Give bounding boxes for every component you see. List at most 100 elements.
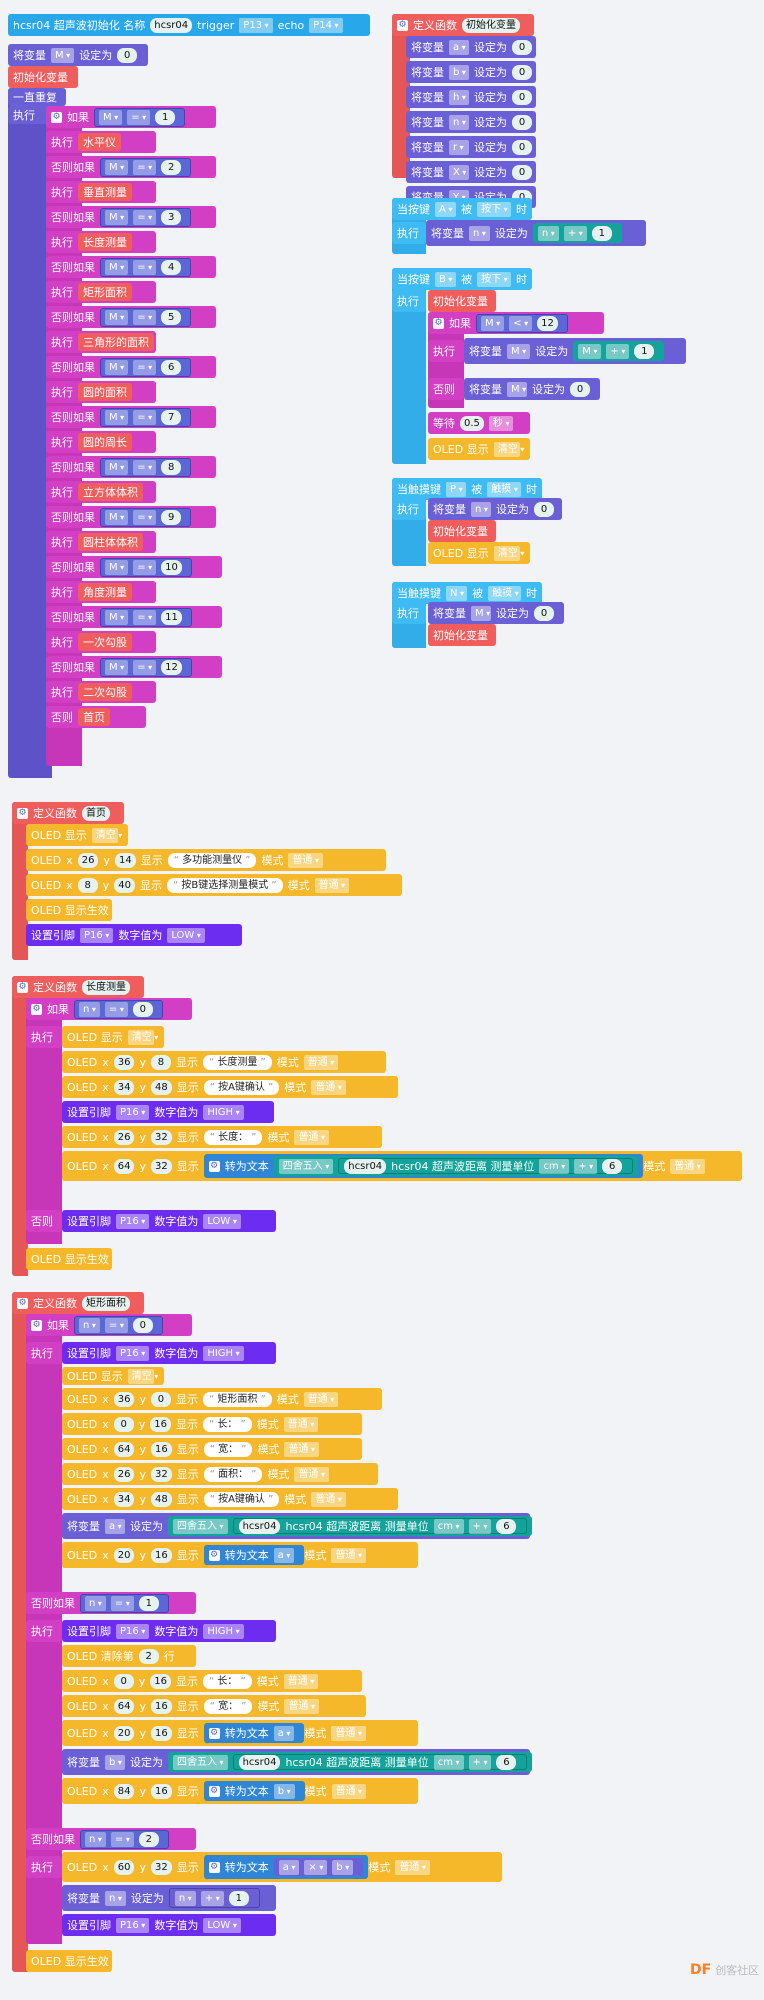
- set-pin-block[interactable]: 设置引脚P16数字值为LOW: [62, 1914, 276, 1936]
- number-field[interactable]: 0: [512, 89, 532, 105]
- call-block[interactable]: 三角形的面积: [78, 333, 154, 351]
- gear-icon[interactable]: ⚙: [31, 1003, 42, 1015]
- mode-dropdown[interactable]: 普通: [284, 1441, 319, 1457]
- set-var-m-block[interactable]: 将变量 M 设定为 M+1: [464, 338, 686, 364]
- op-dropdown[interactable]: +: [606, 343, 630, 359]
- call-init-vars-block[interactable]: 初始化变量: [428, 520, 496, 542]
- y-field[interactable]: 40: [114, 877, 135, 893]
- op-dropdown[interactable]: =: [133, 159, 157, 175]
- x-field[interactable]: 64: [113, 1441, 135, 1457]
- call-init-vars-block[interactable]: 初始化变量: [428, 624, 496, 646]
- op-dropdown[interactable]: =: [133, 559, 157, 575]
- compare-block[interactable]: n=0: [74, 1315, 163, 1335]
- set-var-block[interactable]: 将变量a设定为0: [406, 36, 536, 58]
- var-dropdown[interactable]: r: [449, 139, 469, 155]
- call-block[interactable]: 长度测量: [78, 233, 132, 251]
- number-field[interactable]: 6: [602, 1158, 623, 1174]
- multiply-block[interactable]: a×b: [273, 1858, 364, 1876]
- compare-value[interactable]: 9: [161, 509, 182, 525]
- set-pin-block[interactable]: 设置引脚P16数字值为LOW: [62, 1210, 276, 1232]
- gear-icon[interactable]: ⚙: [208, 1861, 220, 1873]
- if-header[interactable]: ⚙ 如果 n=0: [26, 998, 192, 1020]
- oled-mode-dropdown[interactable]: 清空: [91, 827, 118, 843]
- call-block[interactable]: 垂直测量: [78, 183, 132, 201]
- text-field[interactable]: 面积：: [203, 1466, 263, 1482]
- op-dropdown[interactable]: =: [133, 509, 157, 525]
- round-dropdown[interactable]: 四舍五入: [173, 1518, 228, 1534]
- sensor-name-field[interactable]: hcsr04: [238, 1518, 281, 1534]
- key-dropdown[interactable]: P: [446, 481, 467, 497]
- compare-value[interactable]: 6: [161, 359, 182, 375]
- number-field[interactable]: 0: [117, 47, 138, 63]
- mode-dropdown[interactable]: 普通: [283, 1416, 319, 1432]
- hcsr04-name-field[interactable]: hcsr04: [150, 17, 193, 33]
- forever-loop-header[interactable]: 一直重复: [8, 88, 66, 106]
- unit-dropdown[interactable]: cm: [433, 1754, 464, 1770]
- if-header[interactable]: ⚙ 如果 n=0: [26, 1314, 192, 1336]
- text-field[interactable]: 按B键选择测量模式: [166, 877, 283, 893]
- wait-block[interactable]: 等待 0.5 秒: [428, 412, 530, 434]
- text-field[interactable]: 按A键确认: [203, 1079, 280, 1095]
- set-pin-block[interactable]: 设置引脚P16数字值为HIGH: [62, 1342, 276, 1364]
- mode-dropdown[interactable]: 普通: [670, 1158, 705, 1174]
- var-dropdown[interactable]: M: [105, 459, 129, 475]
- set-var-block[interactable]: 将变量b设定为0: [406, 61, 536, 83]
- compare-block[interactable]: M=7: [100, 407, 192, 427]
- oled-effect-block[interactable]: OLED 显示生效: [26, 1248, 112, 1270]
- gear-icon[interactable]: ⚙: [208, 1727, 220, 1739]
- oled-mode-dropdown[interactable]: 清空: [127, 1368, 154, 1384]
- y-field[interactable]: 16: [150, 1416, 171, 1432]
- set-var-n-block[interactable]: 将变量n设定为n+1: [62, 1885, 276, 1911]
- var-dropdown[interactable]: M: [105, 209, 129, 225]
- var-dropdown[interactable]: M: [105, 159, 129, 175]
- var-dropdown[interactable]: n: [537, 225, 559, 241]
- number-field[interactable]: 0: [512, 114, 532, 130]
- var-dropdown[interactable]: h: [449, 89, 469, 105]
- mode-dropdown[interactable]: 普通: [331, 1725, 366, 1741]
- number-field[interactable]: 0: [512, 164, 532, 180]
- oled-effect-block[interactable]: OLED 显示生效: [26, 1950, 112, 1972]
- trigger-pin-dropdown[interactable]: P13: [239, 17, 273, 33]
- pin-dropdown[interactable]: P16: [116, 1623, 150, 1639]
- number-field[interactable]: 0: [534, 501, 554, 517]
- text-field[interactable]: 宽：: [203, 1698, 253, 1714]
- var-dropdown[interactable]: M: [471, 605, 491, 621]
- oled-show-clear-block[interactable]: OLED 显示 清空: [428, 542, 530, 564]
- compare-value[interactable]: 10: [161, 559, 182, 575]
- unit-dropdown[interactable]: cm: [433, 1518, 464, 1534]
- var-dropdown[interactable]: M: [105, 309, 129, 325]
- round-dropdown[interactable]: 四舍五入: [173, 1754, 228, 1770]
- mode-dropdown[interactable]: 普通: [294, 1466, 329, 1482]
- compare-block[interactable]: M=5: [100, 307, 192, 327]
- number-field[interactable]: 1: [591, 225, 612, 241]
- define-init-vars-hat[interactable]: ⚙ 定义函数 初始化变量: [392, 14, 534, 36]
- line-field[interactable]: 2: [138, 1648, 159, 1664]
- press-dropdown[interactable]: 按下: [477, 271, 511, 287]
- sensor-name-field[interactable]: hcsr04: [344, 1158, 387, 1174]
- oled-mode-dropdown[interactable]: 清空: [127, 1029, 154, 1045]
- compare-value[interactable]: 4: [161, 259, 182, 275]
- set-var-block[interactable]: 将变量X设定为0: [406, 161, 536, 183]
- call-block[interactable]: 圆的周长: [78, 433, 132, 451]
- number-field[interactable]: 0: [570, 381, 590, 397]
- text-field[interactable]: 长度：: [203, 1129, 263, 1145]
- gear-icon[interactable]: ⚙: [208, 1549, 220, 1561]
- var-dropdown[interactable]: M: [105, 509, 129, 525]
- var-dropdown[interactable]: n: [105, 1890, 126, 1906]
- var-dropdown[interactable]: M: [105, 609, 129, 625]
- pin-dropdown[interactable]: P16: [116, 1104, 150, 1120]
